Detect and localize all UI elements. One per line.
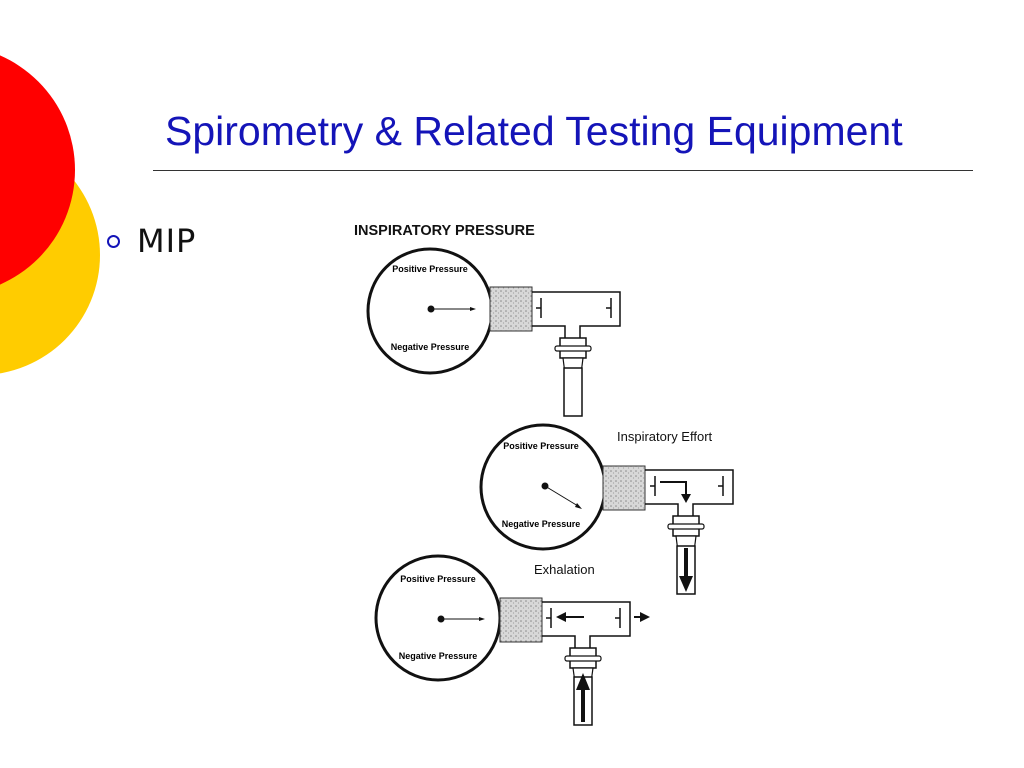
tee-housing-left (645, 503, 679, 516)
airflow-down-arrow-icon (681, 494, 691, 503)
gauge-negative-label: Negative Pressure (502, 519, 581, 529)
panel-1: Positive Pressure Negative Pressure (366, 247, 621, 417)
inhale-down-arrow-icon (679, 576, 693, 592)
slide-title: Spirometry & Related Testing Equipment (165, 108, 903, 154)
mouthpiece-flange (564, 655, 602, 662)
tee-housing-left (532, 325, 566, 338)
panel-caption: Exhalation (534, 562, 595, 577)
mouthpiece-flange (554, 345, 592, 352)
tee-housing (645, 469, 734, 516)
gauge-needle (544, 485, 579, 507)
needle-tip-icon (479, 617, 485, 621)
figure-heading: INSPIRATORY PRESSURE (354, 223, 535, 239)
inspiratory-pressure-diagram: INSPIRATORY PRESSURE Positive Pressure N… (354, 223, 734, 726)
panel-caption: Inspiratory Effort (617, 429, 713, 444)
gauge-positive-label: Positive Pressure (392, 264, 468, 274)
tee-housing (542, 601, 631, 648)
bullet-item: MIP (107, 222, 196, 260)
mouthpiece-tube (563, 367, 583, 417)
filter-block (602, 465, 646, 511)
gauge-negative-label: Negative Pressure (391, 342, 470, 352)
tee-housing (532, 291, 621, 338)
filter-block (499, 597, 543, 643)
bullet-text: MIP (137, 222, 197, 260)
tee-housing-left (542, 635, 576, 648)
mouthpiece-flange (667, 523, 705, 530)
red-circle (0, 55, 75, 285)
hollow-circle-bullet-icon (107, 234, 120, 248)
exhale-up-arrow-icon (576, 673, 590, 690)
gauge-negative-label: Negative Pressure (399, 651, 478, 661)
panel-2: Inspiratory Effort Positive Pressure Neg… (479, 423, 734, 595)
gauge-positive-label: Positive Pressure (503, 441, 579, 451)
backflow-left-arrow-icon (556, 612, 566, 622)
needle-tip-icon (575, 503, 582, 509)
gauge-positive-label: Positive Pressure (400, 574, 476, 584)
title-divider (153, 170, 973, 171)
filter-block (489, 286, 533, 332)
exhaust-right-arrow-icon (640, 612, 650, 622)
airflow-path (660, 481, 687, 496)
needle-tip-icon (470, 307, 476, 311)
panel-3: Exhalation Positive Pressure Negative Pr… (374, 554, 650, 726)
